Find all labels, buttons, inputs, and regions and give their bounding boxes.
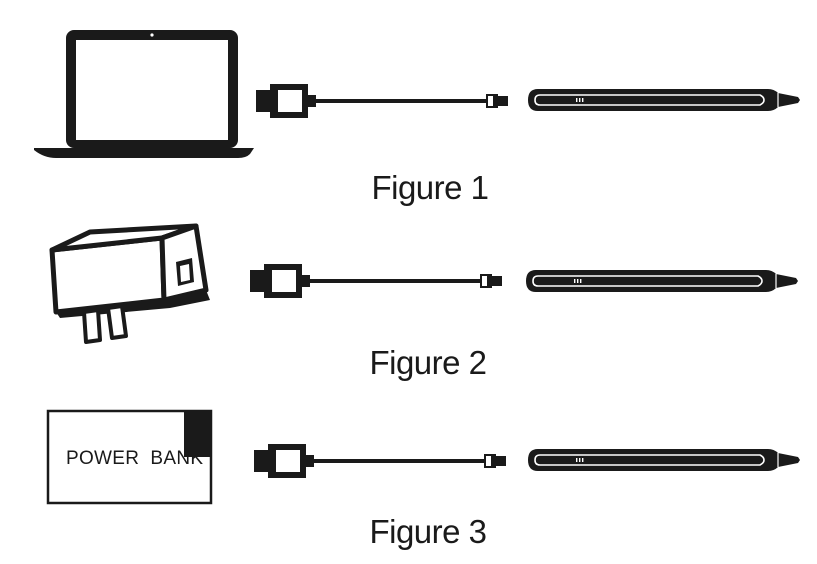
laptop-icon xyxy=(34,30,254,158)
stylus-pen-icon xyxy=(527,88,801,112)
power-bank-icon xyxy=(46,409,213,505)
wall-adapter-icon xyxy=(49,223,210,344)
figure-caption-1: Figure 1 xyxy=(371,169,489,206)
usb-cable-icon xyxy=(254,444,506,478)
usb-cable-icon xyxy=(256,84,508,118)
stylus-pen-icon xyxy=(527,448,801,472)
figure-caption-3: Figure 3 xyxy=(369,513,487,550)
stylus-pen-icon xyxy=(525,269,799,293)
figure-caption-2: Figure 2 xyxy=(369,344,487,381)
usb-cable-icon xyxy=(250,264,502,298)
power-bank-label: POWER BANK xyxy=(66,448,204,469)
